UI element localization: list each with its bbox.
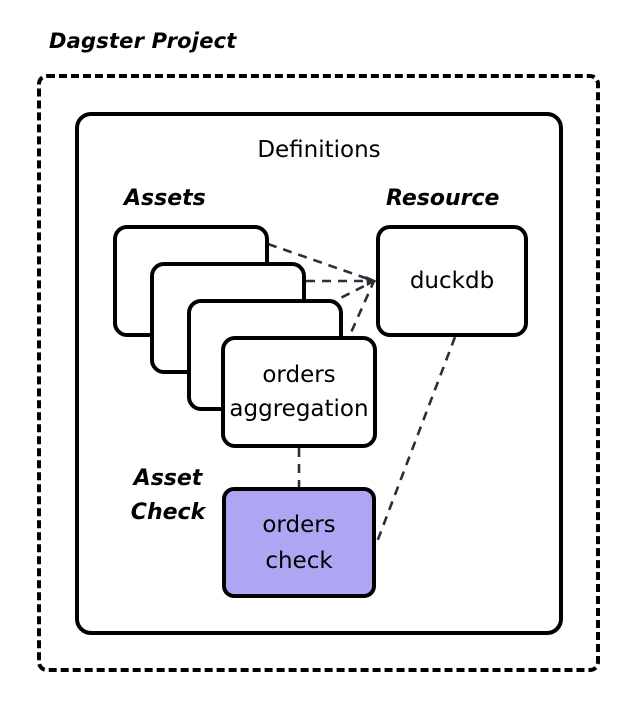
asset-check-card-orders-check[interactable]: orders check <box>222 487 376 598</box>
asset-check-group-label: Asset Check <box>118 462 218 530</box>
asset-check-label-line2: Check <box>130 500 206 525</box>
asset-card-orders-aggregation[interactable]: orders aggregation <box>221 336 377 448</box>
assets-group-label: Assets <box>124 186 206 211</box>
resource-card-duckdb[interactable]: duckdb <box>376 225 528 337</box>
asset-check-card-line1: orders <box>262 511 336 538</box>
asset-card-line2: aggregation <box>229 396 369 422</box>
dagster-project-boundary <box>37 74 600 672</box>
resource-group-label: Resource <box>386 186 500 211</box>
dagster-project-label: Dagster Project <box>49 29 237 53</box>
resource-card-label: duckdb <box>409 268 495 294</box>
asset-check-label-line1: Asset <box>133 466 203 491</box>
asset-check-card-line2: check <box>265 547 333 574</box>
asset-card-line1: orders <box>262 362 336 388</box>
definitions-title: Definitions <box>257 137 381 163</box>
